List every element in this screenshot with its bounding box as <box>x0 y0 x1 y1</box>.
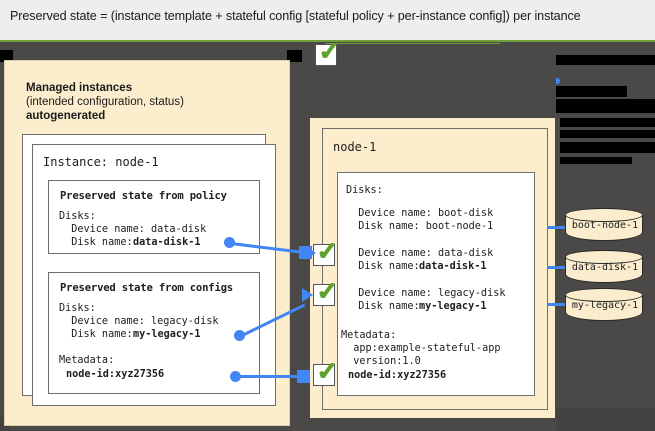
configs-disks-label: Disks: <box>59 303 96 314</box>
disk-label: my-legacy-1 <box>571 300 639 311</box>
disk-top-ellipse <box>564 287 643 302</box>
configs-metadata-value: node-id:xyz27356 <box>66 369 165 380</box>
disk-connector-legacy <box>547 303 567 306</box>
connector-arrowhead <box>302 288 313 302</box>
managed-instances-subtitle: (intended configuration, status) <box>26 96 184 108</box>
node-device-data: Device name: data-disk <box>346 248 494 259</box>
check-icon: ✓ <box>318 36 340 66</box>
node-metadata-version: version:1.0 <box>341 356 421 367</box>
node-disk-data-prefix: Disk name: <box>346 261 426 272</box>
managed-instances-autogenerated: autogenerated <box>26 110 106 122</box>
node-disk-boot: Disk name: boot-node-1 <box>346 221 494 232</box>
redacted-bar <box>560 118 655 127</box>
disk-cylinder-data: data-disk-1 <box>564 249 643 283</box>
node-disks-label: Disks: <box>346 185 383 196</box>
disk-connector-boot <box>547 226 567 229</box>
configs-card-title: Preserved state from configs <box>60 282 233 294</box>
redacted-bar <box>524 55 655 65</box>
connector-dot <box>224 237 235 248</box>
disk-connector-data <box>547 266 567 269</box>
check-icon: ✓ <box>316 356 338 386</box>
disk-top-ellipse <box>564 249 643 264</box>
redacted-bar <box>560 130 655 138</box>
disk-label: boot-node-1 <box>571 220 639 231</box>
checkmark-box-metadata: ✓ <box>313 358 338 386</box>
node-label: node-1 <box>333 140 377 154</box>
policy-disks-label: Disks: <box>59 211 96 222</box>
preserved-state-configs-card <box>48 272 260 394</box>
node-metadata-app: app:example-stateful-app <box>341 343 501 354</box>
configs-device-name: Device name: legacy-disk <box>59 316 219 327</box>
connector-dot <box>230 371 241 382</box>
policy-device-name: Device name: data-disk <box>59 224 207 235</box>
configs-disk-name-prefix: Disk name: <box>59 329 139 340</box>
disk-top-ellipse <box>564 207 643 222</box>
redacted-bar <box>560 142 655 153</box>
node-device-boot: Device name: boot-disk <box>346 208 494 219</box>
node-disk-legacy-prefix: Disk name: <box>346 301 426 312</box>
disk-label: data-disk-1 <box>571 262 639 273</box>
disk-cylinder-legacy: my-legacy-1 <box>564 287 643 321</box>
grey-strip <box>556 408 655 431</box>
redacted-bar <box>0 50 13 62</box>
checkmark-box-legacy-disk: ✓ <box>313 278 338 306</box>
disk-cylinder-boot: boot-node-1 <box>564 207 643 241</box>
checkmark-box-data-disk: ✓ <box>313 238 338 266</box>
node-metadata-label: Metadata: <box>341 330 397 341</box>
checkmark-box-header: ✓ <box>315 38 340 66</box>
connector-square <box>297 370 310 383</box>
policy-disk-name-prefix: Disk name: <box>59 237 139 248</box>
node-disks-panel <box>337 172 535 396</box>
page-title: Preserved state = (instance template + s… <box>10 9 581 23</box>
configs-metadata-label: Metadata: <box>59 355 115 366</box>
policy-disk-name-value: data-disk-1 <box>133 237 201 248</box>
connector-line <box>237 375 305 378</box>
managed-instances-title: Managed instances <box>26 82 133 94</box>
grey-strip <box>556 167 655 188</box>
node-device-legacy: Device name: legacy-disk <box>346 288 506 299</box>
node-metadata-node-id: node-id:xyz27356 <box>348 370 447 381</box>
node-disk-legacy-value: my-legacy-1 <box>419 301 487 312</box>
check-icon: ✓ <box>316 276 338 306</box>
connector-arrowhead <box>305 246 316 260</box>
configs-disk-name-value: my-legacy-1 <box>133 329 201 340</box>
policy-card-title: Preserved state from policy <box>60 190 227 202</box>
node-disk-data-value: data-disk-1 <box>419 261 487 272</box>
instance-label: Instance: node-1 <box>43 155 159 169</box>
check-icon: ✓ <box>316 236 338 266</box>
header-band <box>0 0 655 42</box>
redacted-bar <box>560 157 632 164</box>
